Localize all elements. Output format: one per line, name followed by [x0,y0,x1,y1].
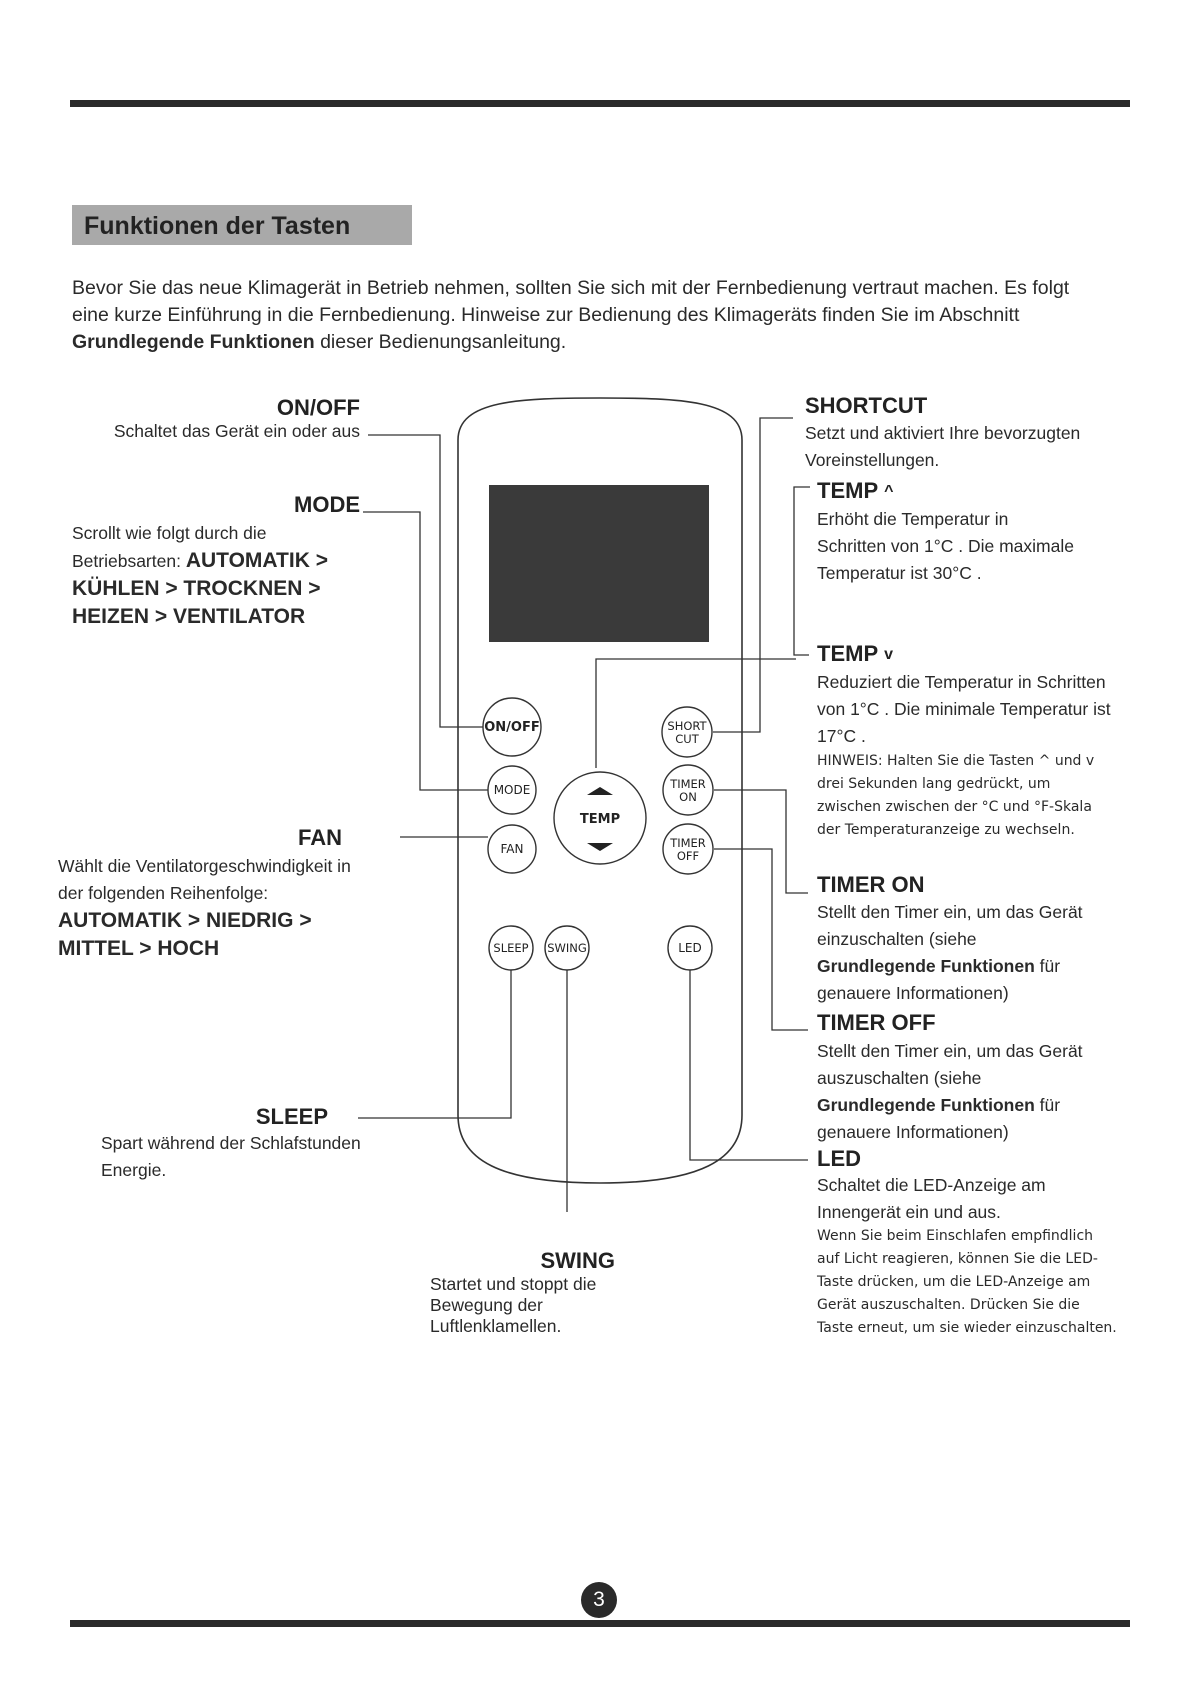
mode-description-text: Scrollt wie folgt durch die Betriebsarte… [72,523,267,571]
bottom-rule [70,1620,1130,1627]
timer-on-ref: Grundlegende Funktionen [817,956,1035,976]
mode-heading: MODE [294,492,360,517]
svg-text:ON/OFF: ON/OFF [484,720,540,735]
svg-text:LED: LED [678,941,702,955]
svg-text:SWING: SWING [547,941,587,955]
svg-text:SLEEP: SLEEP [493,941,528,955]
timer-off-button[interactable]: TIMER OFF [662,823,714,875]
temp-button[interactable]: TEMP [553,771,647,865]
intro-paragraph: Bevor Sie das neue Klimagerät in Betrieb… [72,275,1092,356]
timer-off-description: Stellt den Timer ein, um das Gerät auszu… [817,1038,1092,1146]
timer-on-text-after: für genauere Informationen) [817,956,1061,1003]
mode-sequence: AUTOMATIK > KÜHLEN > TROCKNEN > HEIZEN >… [72,549,328,628]
sleep-heading: SLEEP [255,1104,328,1129]
swing-description: Startet und stoppt die Bewegung der Luft… [430,1274,597,1336]
fan-description-text: Wählt die Ventilatorgeschwindigkeit in d… [58,856,351,903]
timer-on-heading: TIMER ON [817,872,925,897]
svg-text:FAN: FAN [501,842,524,856]
page-number: 3 [581,1582,617,1618]
shortcut-button[interactable]: SHORT CUT [661,706,713,758]
intro-text-after: dieser Bedienungsanleitung. [314,331,567,353]
onoff-button[interactable]: ON/OFF [482,697,542,757]
fan-button[interactable]: FAN [487,824,537,874]
svg-text:OFF: OFF [677,849,699,863]
timer-off-ref: Grundlegende Funktionen [817,1095,1035,1115]
swing-heading: SWING [540,1248,615,1273]
led-button[interactable]: LED [667,925,713,971]
temp-down-note: HINWEIS: Halten Sie die Tasten ^ und v d… [817,753,1095,838]
led-note: Wenn Sie beim Einschlafen empfindlich au… [817,1228,1117,1336]
svg-text:TEMP: TEMP [580,812,620,827]
temp-down-heading: TEMP v [817,641,893,667]
section-title: Funktionen der Tasten [72,205,412,245]
temp-down-description: Reduziert die Temperatur in Schritten vo… [817,672,1111,746]
led-description: Schaltet die LED-Anzeige am Innengerät e… [817,1175,1046,1222]
timer-on-description: Stellt den Timer ein, um das Gerät einzu… [817,899,1092,1007]
caret-down-icon: v [884,646,894,663]
timer-on-button[interactable]: TIMER ON [662,764,714,816]
fan-heading: FAN [298,825,342,850]
timer-off-heading: TIMER OFF [817,1010,936,1035]
temp-up-description: Erhöht die Temperatur in Schritten von 1… [817,509,1074,583]
svg-text:CUT: CUT [675,732,699,746]
fan-sequence: AUTOMATIK > NIEDRIG > MITTEL > HOCH [58,909,312,960]
onoff-heading: ON/OFF [276,395,360,420]
timer-on-text: Stellt den Timer ein, um das Gerät einzu… [817,902,1083,949]
temp-up-title: TEMP [817,478,879,503]
led-heading: LED [817,1146,861,1171]
svg-text:SHORT: SHORT [667,719,707,733]
svg-text:TIMER: TIMER [669,836,706,850]
shortcut-heading: SHORTCUT [805,393,928,418]
svg-text:TIMER: TIMER [669,777,706,791]
temp-up-arrow-icon [587,787,613,795]
svg-text:ON: ON [679,790,697,804]
caret-up-icon: ^ [884,483,894,500]
shortcut-description: Setzt und aktiviert Ihre bevorzugten Vor… [805,423,1081,470]
svg-text:MODE: MODE [494,783,531,797]
sleep-description: Spart während der Schlafstunden Energie. [101,1133,361,1180]
sleep-button[interactable]: SLEEP [488,925,534,971]
temp-down-title: TEMP [817,641,879,666]
remote-display [489,485,709,642]
top-rule [70,100,1130,107]
fan-description: Wählt die Ventilatorgeschwindigkeit in d… [58,853,358,963]
swing-button[interactable]: SWING [544,925,590,971]
callout-lines [358,417,810,1212]
onoff-description: Schaltet das Gerät ein oder aus [113,421,360,441]
intro-text-before: Bevor Sie das neue Klimagerät in Betrieb… [72,277,1070,326]
timer-off-text-after: für genauere Informationen) [817,1095,1061,1142]
temp-down-arrow-icon [587,843,613,851]
mode-description: Scrollt wie folgt durch die Betriebsarte… [72,520,377,631]
temp-up-heading: TEMP ^ [817,478,893,504]
timer-off-text: Stellt den Timer ein, um das Gerät auszu… [817,1041,1083,1088]
mode-button[interactable]: MODE [487,765,537,815]
intro-bold-ref: Grundlegende Funktionen [72,331,315,353]
